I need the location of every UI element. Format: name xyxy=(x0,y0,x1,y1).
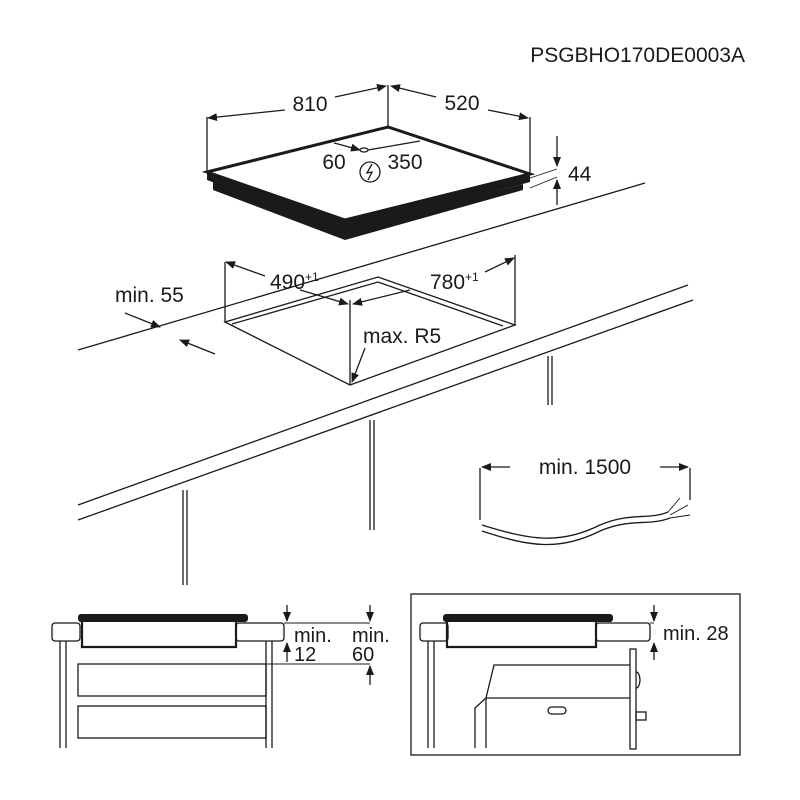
cable-drawing: min. 1500 xyxy=(479,456,691,546)
clearance-60-value: 60 xyxy=(352,644,374,666)
section-drawers: min. 12 min. 60 xyxy=(51,605,390,748)
clearance-12-value: 12 xyxy=(294,644,316,666)
countertop-drawing: 490+1 780+1 max. R5 min. 55 xyxy=(77,182,694,585)
oven-clearance-label: min. 28 xyxy=(663,623,729,645)
cutout-width-label: 490+1 xyxy=(270,270,319,294)
section-oven: min. 28 xyxy=(410,593,741,756)
min-label-60: min. xyxy=(352,625,390,647)
corner-radius-label: max. R5 xyxy=(363,325,441,348)
connection-right-label: 350 xyxy=(387,151,422,174)
hob-drawing: 810 520 60 350 44 xyxy=(201,83,592,240)
hob-depth-label: 520 xyxy=(444,92,479,115)
hob-height-label: 44 xyxy=(568,163,592,186)
min-label-12: min. xyxy=(294,625,332,647)
connection-left-label: 60 xyxy=(322,151,345,174)
cutout-depth-label: 780+1 xyxy=(430,270,479,294)
hob-width-label: 810 xyxy=(292,93,327,116)
edge-distance-label: min. 55 xyxy=(115,284,184,307)
power-icon xyxy=(359,161,381,183)
cable-length-label: min. 1500 xyxy=(539,456,631,479)
document-code: PSGBHO170DE0003A xyxy=(530,44,745,67)
